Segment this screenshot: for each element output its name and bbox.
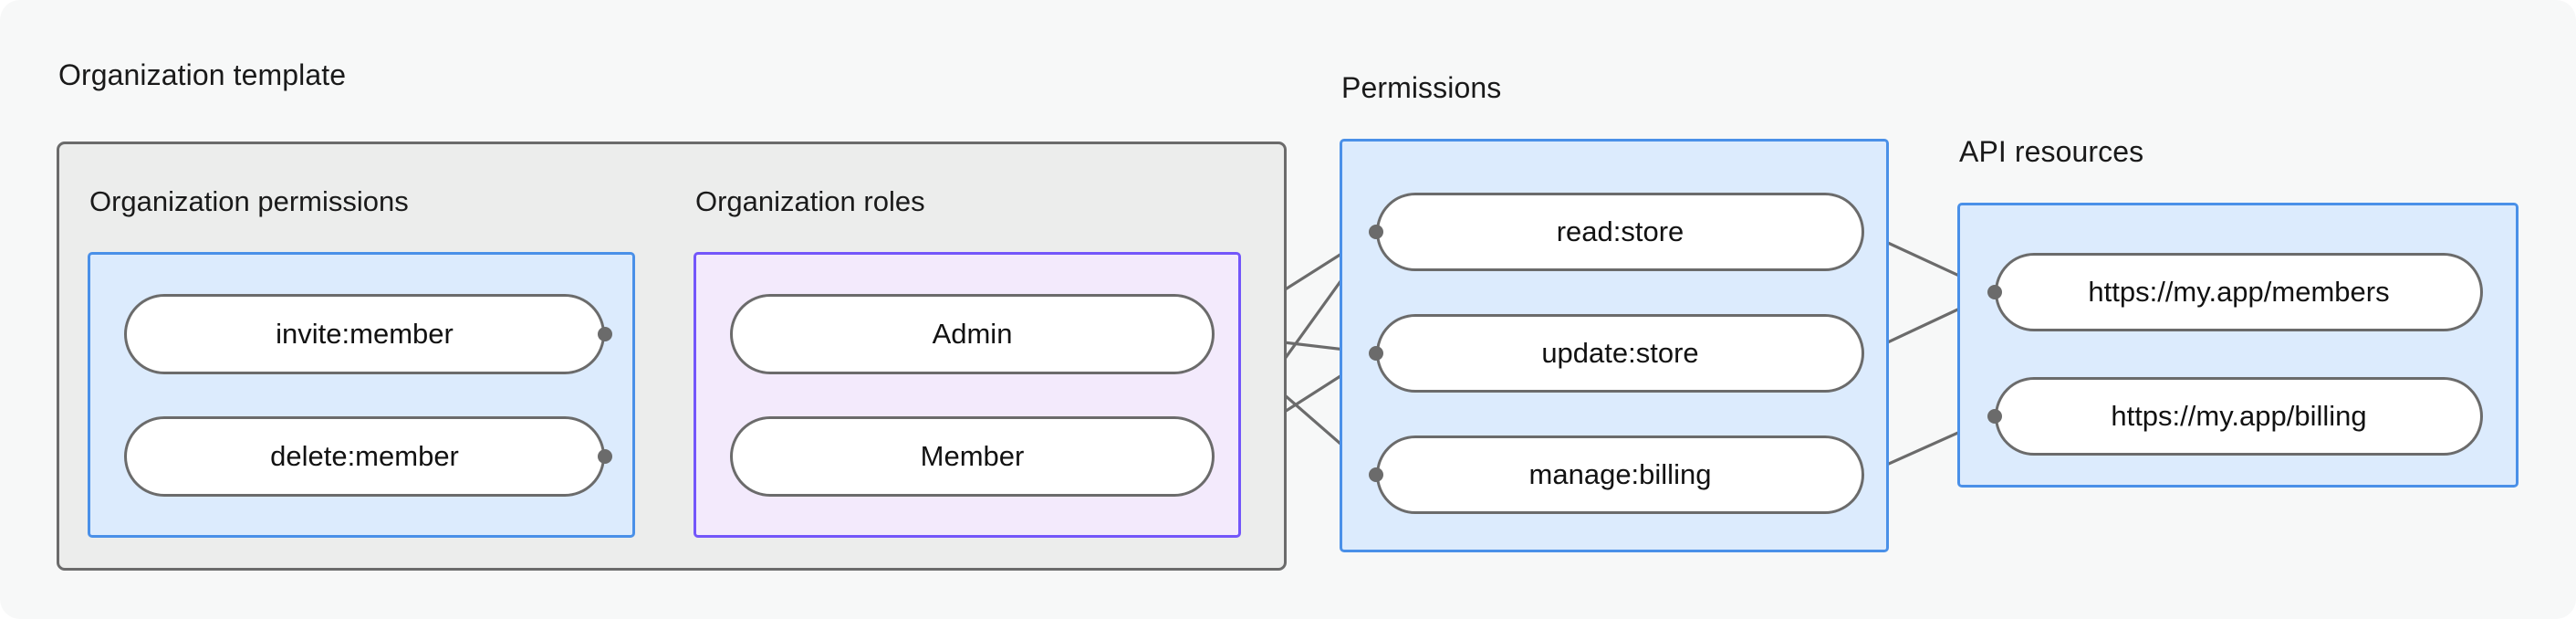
node-admin[interactable]: Admin: [730, 294, 1215, 374]
organization-permissions-label: Organization permissions: [89, 185, 409, 217]
node-api-billing[interactable]: https://my.app/billing: [1995, 377, 2483, 456]
node-read-store[interactable]: read:store: [1376, 193, 1864, 271]
node-manage-billing[interactable]: manage:billing: [1376, 435, 1864, 514]
node-invite-member[interactable]: invite:member: [124, 294, 605, 374]
handle-api-members-left: [1987, 285, 2002, 299]
handle-read-store-left: [1369, 225, 1383, 239]
organization-roles-label: Organization roles: [695, 185, 925, 217]
node-update-store[interactable]: update:store: [1376, 314, 1864, 393]
handle-update-store-left: [1369, 346, 1383, 361]
handle-api-billing-left: [1987, 409, 2002, 424]
handle-manage-billing-left: [1369, 467, 1383, 482]
organization-template-label: Organization template: [58, 58, 347, 91]
node-api-members[interactable]: https://my.app/members: [1995, 253, 2483, 331]
handle-invite-member-right: [598, 327, 612, 341]
permissions-label: Permissions: [1341, 71, 1502, 104]
api-resources-label: API resources: [1959, 135, 2144, 168]
handle-delete-member-right: [598, 449, 612, 464]
node-member[interactable]: Member: [730, 416, 1215, 497]
node-delete-member[interactable]: delete:member: [124, 416, 605, 497]
